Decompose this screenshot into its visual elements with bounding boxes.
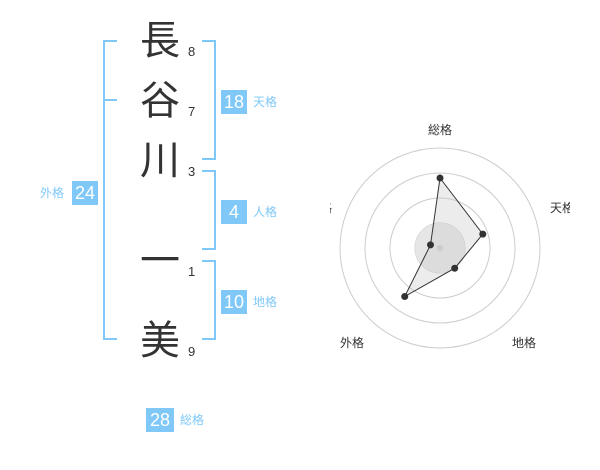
radar-point bbox=[426, 241, 434, 249]
radar-axis-label-tenkaku: 天格 bbox=[550, 200, 570, 215]
radar-point bbox=[451, 264, 459, 272]
tenkaku-badge: 18 bbox=[221, 90, 247, 114]
radar-center-dot bbox=[437, 245, 443, 251]
radar-ring bbox=[364, 172, 516, 324]
stroke-count-4: 1 bbox=[188, 264, 196, 279]
tenkaku-bracket bbox=[202, 40, 216, 160]
radar-axis-label-jinkaku: 人格 bbox=[330, 200, 332, 215]
chikaku-label: 地格 bbox=[253, 295, 278, 309]
radar-ring bbox=[339, 147, 541, 349]
gaikaku-label: 外格 bbox=[40, 186, 65, 200]
radar-axis-label-chikaku: 地格 bbox=[512, 335, 536, 350]
jinkaku-bracket bbox=[202, 170, 216, 250]
radar-axis-label-gaikaku: 外格 bbox=[340, 335, 364, 350]
soukaku-badge: 28 bbox=[146, 408, 174, 432]
jinkaku-badge: 4 bbox=[221, 200, 247, 224]
stroke-count-3: 3 bbox=[188, 164, 196, 179]
stroke-count-2: 7 bbox=[188, 104, 196, 119]
radar-ring bbox=[389, 197, 491, 299]
stroke-count-5: 9 bbox=[188, 344, 196, 359]
name-char-1: 長 bbox=[140, 18, 180, 64]
radar-chart: 総格 天格 地格 外格 人格 bbox=[330, 122, 570, 350]
gaikaku-bracket bbox=[103, 40, 117, 340]
soukaku-label: 総格 bbox=[180, 413, 205, 427]
name-char-5: 美 bbox=[140, 318, 180, 364]
radar-point bbox=[401, 293, 409, 301]
name-char-3: 川 bbox=[140, 138, 180, 184]
gaikaku-badge: 24 bbox=[72, 181, 98, 205]
radar-data-polygon bbox=[403, 176, 484, 298]
radar-point bbox=[479, 230, 487, 238]
stroke-count-1: 8 bbox=[188, 44, 196, 59]
chikaku-badge: 10 bbox=[221, 290, 247, 314]
name-char-4: 一 bbox=[140, 238, 180, 284]
jinkaku-label: 人格 bbox=[253, 205, 278, 219]
gaikaku-bracket-tick bbox=[103, 99, 117, 101]
radar-axis-label-soukaku: 総格 bbox=[428, 122, 452, 137]
name-char-2: 谷 bbox=[140, 78, 180, 124]
tenkaku-label: 天格 bbox=[253, 95, 278, 109]
chikaku-bracket bbox=[202, 260, 216, 340]
radar-point bbox=[436, 174, 444, 182]
